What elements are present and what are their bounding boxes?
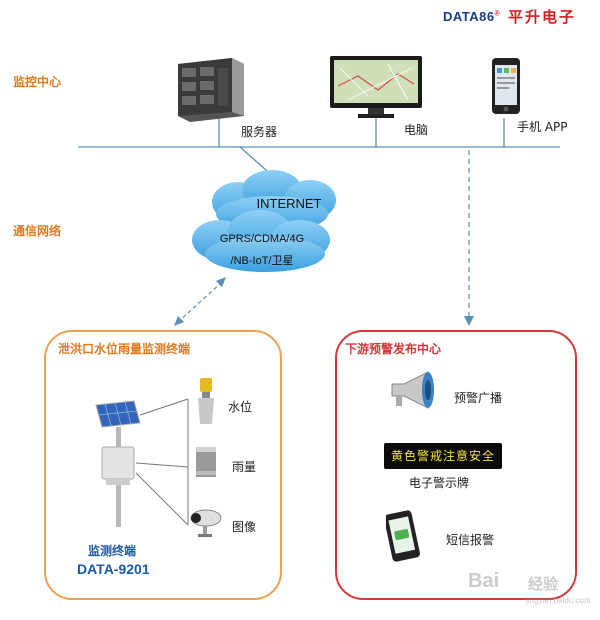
camera-icon [190,509,222,537]
server-icon [172,54,248,124]
cloud-protocols-line2: /NB-IoT/卫星 [230,255,294,267]
sms-phone-icon [386,510,420,562]
monitoring-terminal-title: 泄洪口水位雨量监测终端 [58,342,191,356]
sms-alert-label: 短信报警 [446,533,495,547]
cloud-icon [192,170,336,272]
pc-label: 电脑 [404,123,429,137]
section-monitoring-center: 监控中心 [13,75,62,89]
terminal-model: DATA-9201 [77,561,150,577]
rain-gauge-icon [196,447,216,477]
watermark-logo: Bai [468,570,500,592]
cloud-internet-label: INTERNET [256,196,322,211]
loudspeaker-icon [391,371,434,409]
server-label: 服务器 [241,125,278,139]
monitoring-station-icon [95,398,189,527]
water-level-sensor-icon [198,378,214,424]
smartphone-icon [492,58,520,114]
warning-center-title: 下游预警发布中心 [345,342,442,356]
brand-logo-cn: 平升电子 [508,8,577,26]
cloud-protocols-line1: GPRS/CDMA/4G [219,233,305,245]
terminal-label: 监测终端 [88,544,137,558]
watermark-sub: 经验 [528,575,559,593]
sensor-label-image: 图像 [232,520,257,534]
watermark-url: jingyan.baidu.com [526,596,591,605]
sign-label: 电子警示牌 [409,476,470,490]
section-comm-network: 通信网络 [13,224,62,238]
mobile-app-label: 手机 APP [517,120,568,134]
led-warning-sign: 黄色警戒注意安全 [384,443,502,469]
monitor-icon [328,56,424,120]
brand-logo-en: DATA86® [443,9,501,24]
sensor-label-water-level: 水位 [228,400,253,414]
broadcast-label: 预警广播 [454,391,503,405]
sensor-label-rainfall: 雨量 [232,460,257,474]
